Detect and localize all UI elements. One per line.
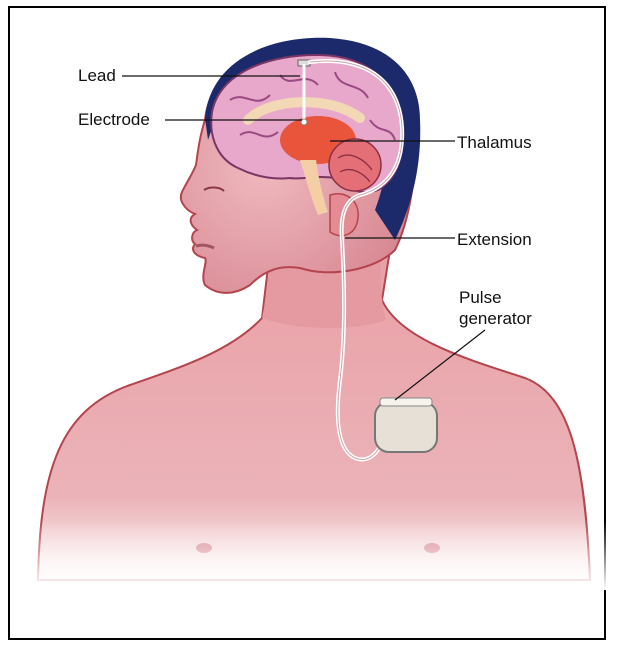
cerebellum bbox=[329, 139, 381, 191]
label-thalamus: Thalamus bbox=[457, 133, 532, 152]
label-pulse-generator: Pulse generator bbox=[459, 287, 569, 329]
pulse-generator-device bbox=[375, 402, 437, 452]
label-electrode: Electrode bbox=[78, 110, 150, 129]
label-extension: Extension bbox=[457, 230, 532, 249]
label-lead: Lead bbox=[78, 66, 116, 85]
